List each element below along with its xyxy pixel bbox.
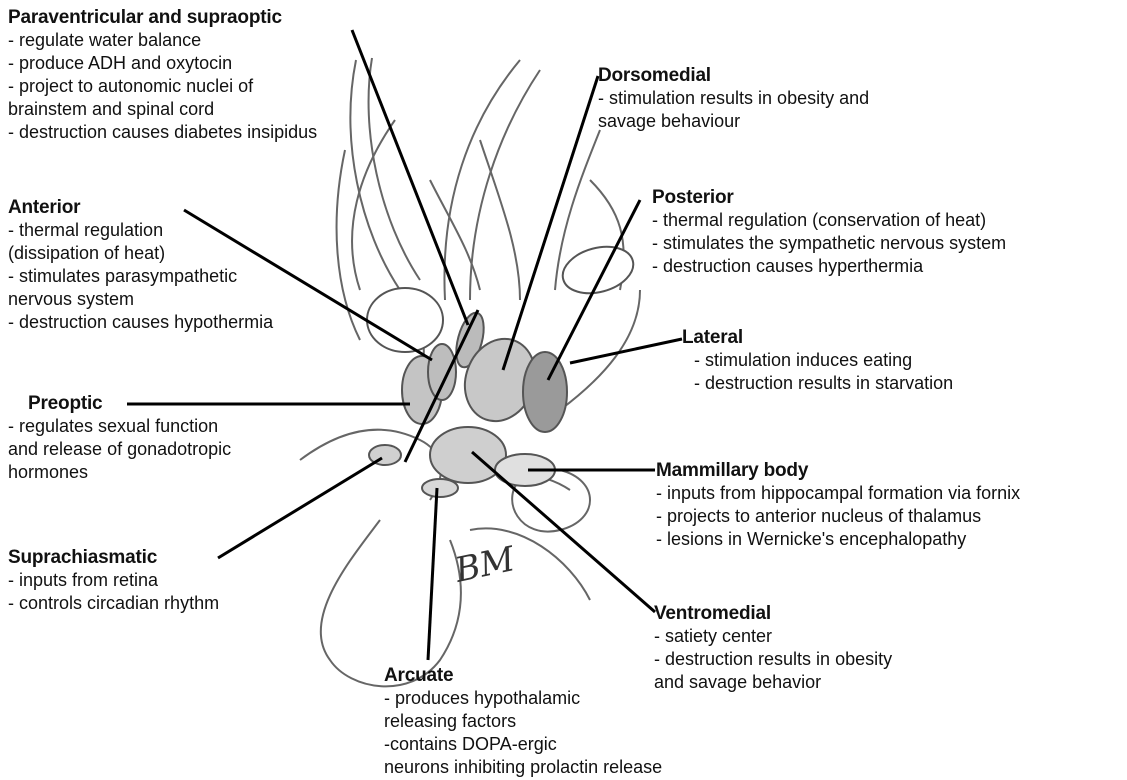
label-lateral: Lateral - stimulation induces eating - d… <box>682 326 953 395</box>
label-arcuate-line: - produces hypothalamic <box>384 687 662 710</box>
label-arcuate: Arcuate - produces hypothalamic releasin… <box>384 664 662 779</box>
label-lateral-line: - stimulation induces eating <box>682 349 953 372</box>
label-posterior-line: - destruction causes hyperthermia <box>652 255 1006 278</box>
label-dorsomedial: Dorsomedial - stimulation results in obe… <box>598 64 869 133</box>
label-mammillary-line: - inputs from hippocampal formation via … <box>656 482 1020 505</box>
label-arcuate-title: Arcuate <box>384 664 662 687</box>
label-preoptic-line: - regulates sexual function <box>8 415 231 438</box>
label-anterior-line: - stimulates parasympathetic <box>8 265 273 288</box>
label-mammillary: Mammillary body - inputs from hippocampa… <box>656 459 1020 551</box>
label-arcuate-line: neurons inhibiting prolactin release <box>384 756 662 779</box>
label-anterior-line: nervous system <box>8 288 273 311</box>
label-posterior-line: - stimulates the sympathetic nervous sys… <box>652 232 1006 255</box>
label-paraventricular-line: - regulate water balance <box>8 29 317 52</box>
label-suprachiasmatic-title: Suprachiasmatic <box>8 546 219 569</box>
label-dorsomedial-line: savage behaviour <box>598 110 869 133</box>
label-suprachiasmatic-line: - inputs from retina <box>8 569 219 592</box>
label-arcuate-line: -contains DOPA-ergic <box>384 733 662 756</box>
label-posterior-line: - thermal regulation (conservation of he… <box>652 209 1006 232</box>
upper-right-oval <box>558 239 639 300</box>
label-anterior: Anterior - thermal regulation (dissipati… <box>8 196 273 334</box>
label-paraventricular-line: - produce ADH and oxytocin <box>8 52 317 75</box>
label-ventromedial-line: - destruction results in obesity <box>654 648 892 671</box>
label-preoptic: Preoptic - regulates sexual function and… <box>28 392 231 484</box>
label-arcuate-line: releasing factors <box>384 710 662 733</box>
label-mammillary-line: - projects to anterior nucleus of thalam… <box>656 505 1020 528</box>
label-anterior-title: Anterior <box>8 196 273 219</box>
label-ventromedial-line: - satiety center <box>654 625 892 648</box>
label-suprachiasmatic: Suprachiasmatic - inputs from retina - c… <box>8 546 219 615</box>
label-paraventricular-line: - project to autonomic nuclei of <box>8 75 317 98</box>
leader-posterior <box>548 200 640 380</box>
label-posterior: Posterior - thermal regulation (conserva… <box>652 186 1006 278</box>
label-paraventricular: Paraventricular and supraoptic - regulat… <box>8 6 317 144</box>
label-ventromedial-title: Ventromedial <box>654 602 892 625</box>
label-preoptic-title: Preoptic <box>28 392 231 415</box>
label-posterior-title: Posterior <box>652 186 1006 209</box>
label-paraventricular-line: brainstem and spinal cord <box>8 98 317 121</box>
label-ventromedial: Ventromedial - satiety center - destruct… <box>654 602 892 694</box>
leader-arcuate <box>428 488 437 660</box>
label-anterior-line: - destruction causes hypothermia <box>8 311 273 334</box>
posterior-nucleus <box>523 352 567 432</box>
label-anterior-line: (dissipation of heat) <box>8 242 273 265</box>
leader-dorsomedial <box>503 76 598 370</box>
label-mammillary-line: - lesions in Wernicke's encephalopathy <box>656 528 1020 551</box>
label-paraventricular-title: Paraventricular and supraoptic <box>8 6 317 29</box>
label-lateral-line: - destruction results in starvation <box>682 372 953 395</box>
label-anterior-line: - thermal regulation <box>8 219 273 242</box>
label-ventromedial-line: and savage behavior <box>654 671 892 694</box>
label-paraventricular-line: - destruction causes diabetes insipidus <box>8 121 317 144</box>
arcuate-nucleus <box>422 479 458 497</box>
label-dorsomedial-line: - stimulation results in obesity and <box>598 87 869 110</box>
ventromedial-nucleus <box>430 427 506 483</box>
label-preoptic-line: hormones <box>8 461 231 484</box>
label-preoptic-line: and release of gonadotropic <box>8 438 231 461</box>
leader-ventromedial <box>472 452 655 612</box>
leader-suprachiasmatic <box>218 458 382 558</box>
label-dorsomedial-title: Dorsomedial <box>598 64 869 87</box>
label-mammillary-title: Mammillary body <box>656 459 1020 482</box>
leader-paraventricular <box>352 30 468 325</box>
anterior-nucleus <box>428 344 456 400</box>
label-suprachiasmatic-line: - controls circadian rhythm <box>8 592 219 615</box>
label-lateral-title: Lateral <box>682 326 953 349</box>
